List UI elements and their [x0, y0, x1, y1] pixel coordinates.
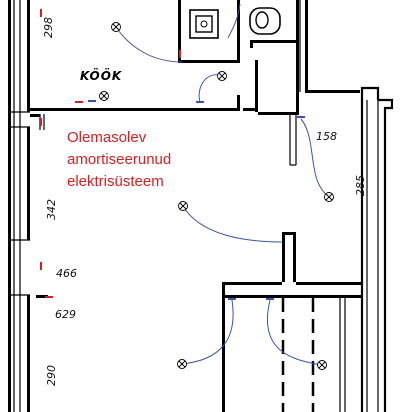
ceiling-lamp-icon	[178, 201, 188, 211]
sink-icon	[189, 9, 219, 39]
ceiling-lamp-icon	[99, 91, 109, 101]
dimension-629: 629	[55, 308, 76, 321]
note-line-1: Olemasolev	[67, 129, 147, 146]
dimension-298: 298	[42, 17, 55, 38]
ceiling-lamp-icon	[317, 360, 327, 370]
dimension-466: 466	[56, 267, 77, 280]
note-line-2: amortiseerunud	[67, 151, 171, 168]
kitchen-walls	[30, 0, 240, 130]
ceiling-lamp-icon	[111, 22, 121, 32]
corridor-walls	[360, 86, 394, 412]
bathroom-walls	[243, 0, 360, 166]
wiring	[115, 3, 330, 366]
stair-lines	[281, 298, 346, 412]
left-exterior-wall	[8, 0, 30, 412]
room-label-kitchen: KÖÖK	[80, 68, 123, 83]
ceiling-lamp-icon	[177, 359, 187, 369]
toilet-icon	[249, 7, 281, 35]
outlet-markers	[40, 9, 305, 300]
ceiling-lamp-icon	[324, 192, 334, 202]
dimension-342: 342	[45, 199, 58, 220]
middle-walls	[36, 232, 362, 412]
dimension-285: 285	[354, 175, 367, 196]
dimension-158: 158	[316, 130, 337, 143]
ceiling-lamp-icon	[217, 71, 227, 81]
dimension-290: 290	[45, 365, 58, 386]
note-line-3: elektrisüsteem	[67, 173, 164, 190]
